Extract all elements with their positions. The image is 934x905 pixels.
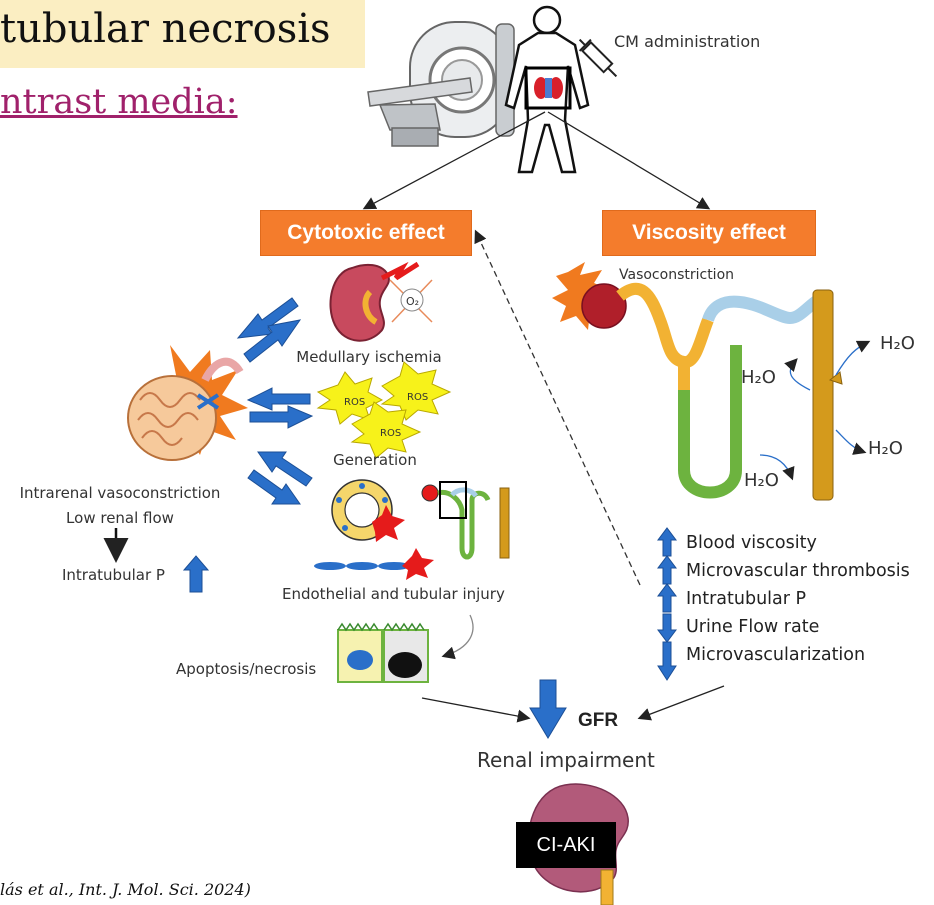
gfr-label: GFR — [578, 710, 619, 731]
title-banner — [0, 0, 365, 68]
renal-impairment-label: Renal impairment — [477, 748, 655, 772]
ct-scanner-icon — [367, 21, 515, 147]
intrarenal-vasoconstriction-label: Intrarenal vasoconstriction — [19, 484, 221, 502]
effect-microvascular-thrombosis: Microvascular thrombosis — [686, 561, 910, 581]
human-body-icon — [504, 5, 590, 174]
effects-list-arrows — [657, 527, 677, 681]
slide-subtitle: ntrast media: — [0, 82, 238, 122]
ci-aki-label: CI-AKI — [516, 822, 616, 868]
arrow-to-viscosity — [547, 111, 711, 210]
medullary-ischemia-label: Medullary ischemia — [296, 348, 442, 366]
h2o-label-3: H₂O — [868, 438, 903, 459]
h2o-arrow-2 — [835, 340, 871, 376]
intratubular-up-arrow — [182, 555, 210, 593]
glomerulus-icon — [127, 345, 248, 461]
bidirectional-arrows-top — [236, 297, 302, 363]
apoptosis-necrosis-label: Apoptosis/necrosis — [176, 660, 317, 678]
endothelium-icon — [314, 548, 434, 580]
intratubular-p-label-left: Intratubular P — [62, 566, 165, 584]
kidney-ischemia-icon — [329, 261, 433, 342]
cytotoxic-effect-box: Cytotoxic effect — [260, 210, 472, 256]
ros-generation-label: Generation — [333, 451, 417, 469]
slide-title: tubular necrosis — [0, 6, 331, 52]
vasoconstriction-label: Vasoconstriction — [619, 267, 735, 283]
endothelial-tubular-injury-label: Endothelial and tubular injury — [282, 585, 505, 603]
ros-label-1: ROS — [344, 397, 365, 408]
h2o-arrow-3 — [835, 429, 867, 455]
effect-blood-viscosity: Blood viscosity — [686, 533, 817, 553]
arrow-list-to-gfr — [637, 685, 725, 721]
h2o-arrow-1 — [784, 358, 811, 391]
gfr-down-arrow — [529, 679, 567, 739]
cm-administration-label: CM administration — [614, 32, 761, 51]
apoptosis-arrow — [441, 614, 474, 660]
dashed-feedback-arrow — [474, 229, 641, 586]
arrow-apoptosis-to-gfr — [421, 697, 531, 723]
effect-urine-flow-rate: Urine Flow rate — [686, 617, 820, 637]
bidirectional-arrows-bottom — [247, 451, 313, 505]
nephron-icon — [552, 262, 843, 501]
h2o-arrow-4 — [759, 454, 795, 481]
small-nephron-icon — [421, 481, 510, 560]
apoptosis-cells-icon — [337, 622, 429, 683]
arrow-to-cytotoxic — [362, 111, 546, 210]
syringe-icon — [578, 38, 618, 78]
h2o-label-2: H₂O — [880, 333, 915, 354]
bidirectional-arrows-middle — [246, 387, 314, 429]
low-renal-flow-label: Low renal flow — [66, 509, 174, 527]
effect-microvascularization: Microvascularization — [686, 645, 866, 665]
tubule-cross-section-icon — [331, 479, 405, 542]
ros-burst-icons — [316, 361, 452, 459]
ros-label-2: ROS — [407, 392, 428, 403]
citation: lás et al., Int. J. Mol. Sci. 2024) — [0, 880, 251, 899]
effect-intratubular-p: Intratubular P — [686, 589, 807, 609]
h2o-label-4: H₂O — [744, 470, 779, 491]
viscosity-effect-box: Viscosity effect — [602, 210, 816, 256]
h2o-label-1: H₂O — [741, 367, 776, 388]
o2-label: O₂ — [406, 295, 419, 308]
ros-label-3: ROS — [380, 428, 401, 439]
